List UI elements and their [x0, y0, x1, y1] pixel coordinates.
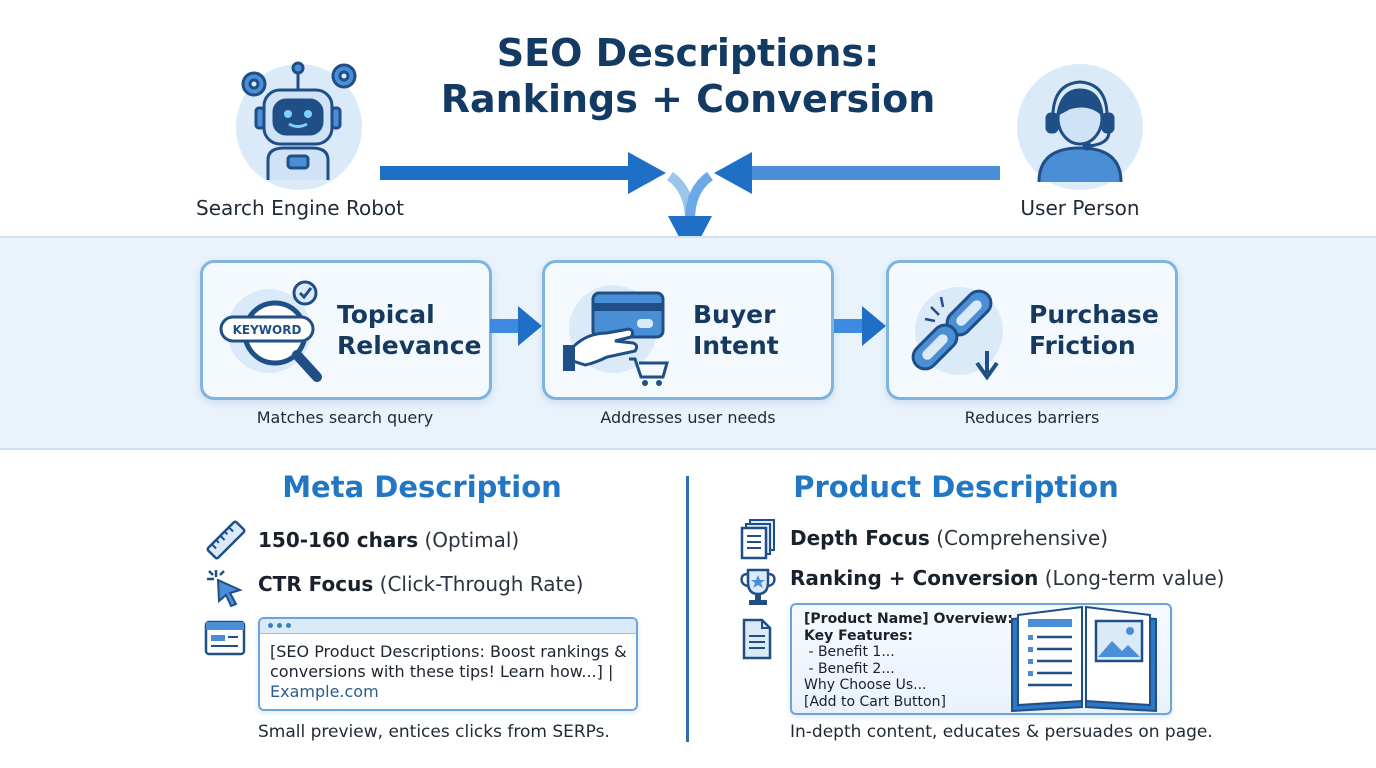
robot-avatar	[236, 61, 362, 190]
product-item-bold: Ranking + Conversion	[790, 566, 1039, 590]
trophy-icon	[740, 568, 776, 605]
product-item-paren: (Comprehensive)	[936, 526, 1109, 550]
cursor-click-icon	[207, 570, 243, 608]
user-avatar	[1017, 64, 1143, 190]
headset-user-icon	[1037, 80, 1123, 183]
product-sample-line: [Product Name] Overview:	[804, 611, 1013, 627]
meta-item-ctr: CTR Focus (Click-Through Rate)	[258, 572, 583, 596]
open-book-icon	[1011, 605, 1157, 713]
robot-icon	[241, 61, 357, 180]
product-sample-line: - Benefit 2...	[804, 660, 895, 677]
serp-preview: [SEO Product Descriptions: Boost ranking…	[258, 617, 638, 711]
left-arrow-head	[628, 152, 666, 194]
meta-item-bold: 150-160 chars	[258, 528, 419, 552]
pillar-label-line1: Buyer	[693, 300, 776, 329]
page-title: SEO Descriptions: Rankings + Conversion	[0, 30, 1376, 122]
pillar-purchase-friction: Purchase Friction	[886, 260, 1178, 400]
pillar-buyer-intent: Buyer Intent	[542, 260, 834, 400]
ruler-icon	[206, 520, 246, 560]
document-icon	[742, 618, 772, 660]
left-arrow-shaft	[380, 166, 630, 180]
section-divider	[686, 476, 689, 742]
meta-footnote: Small preview, entices clicks from SERPs…	[258, 722, 610, 742]
right-arrow-shaft	[750, 166, 1000, 180]
pillar-label-line1: Purchase	[1029, 300, 1159, 329]
serp-line-1: [SEO Product Descriptions: Boost ranking…	[270, 642, 627, 661]
broken-chain-icon	[911, 287, 1003, 381]
product-sample-line: Key Features:	[804, 627, 914, 644]
flow-arrow-2	[834, 306, 886, 346]
title-line-1: SEO Descriptions:	[496, 31, 880, 75]
pillar-caption: Reduces barriers	[964, 408, 1100, 427]
meta-item-chars: 150-160 chars (Optimal)	[258, 528, 519, 552]
product-item-depth: Depth Focus (Comprehensive)	[790, 526, 1108, 550]
robot-caption: Search Engine Robot	[196, 196, 404, 220]
product-sample-line: - Benefit 1...	[804, 644, 895, 660]
product-item-bold: Depth Focus	[790, 526, 930, 550]
keyword-badge-text: KEYWORD	[233, 323, 302, 337]
pillar-caption: Addresses user needs	[600, 408, 776, 427]
product-item-ranking: Ranking + Conversion (Long-term value)	[790, 566, 1224, 590]
pillar-label: Topical Relevance	[337, 299, 481, 361]
serp-preview-text: [SEO Product Descriptions: Boost ranking…	[260, 634, 636, 702]
serp-url: Example.com	[270, 682, 379, 701]
pillar-label: Purchase Friction	[1029, 299, 1159, 361]
keyword-magnifier-icon: KEYWORD	[219, 280, 322, 382]
right-arrow-head	[714, 152, 752, 194]
card-cart-icon	[563, 285, 669, 386]
pillar-caption: Matches search query	[256, 408, 434, 427]
pillar-label-line1: Topical	[337, 300, 435, 329]
product-footnote: In-depth content, educates & persuades o…	[790, 722, 1213, 742]
product-item-paren: (Long-term value)	[1044, 566, 1225, 590]
product-sample-line: [Add to Cart Button]	[804, 693, 946, 710]
pillar-label-line2: Intent	[693, 331, 779, 360]
product-section-title: Product Description	[793, 470, 1119, 504]
documents-stack-icon	[740, 519, 775, 560]
pillar-label-line2: Friction	[1029, 331, 1136, 360]
product-sample-line: Why Choose Us...	[804, 677, 927, 693]
serp-line-2: conversions with these tips! Learn how..…	[270, 662, 614, 681]
product-sample-text: [Product Name] Overview: Key Features: -…	[804, 611, 1013, 710]
pillar-label-line2: Relevance	[337, 331, 482, 360]
user-caption: User Person	[1020, 196, 1140, 220]
browser-window-icon	[204, 620, 246, 656]
meta-item-paren: (Click-Through Rate)	[379, 572, 584, 596]
meta-section-title: Meta Description	[282, 470, 562, 504]
product-description-sample: [Product Name] Overview: Key Features: -…	[790, 603, 1172, 715]
serp-preview-bar	[260, 619, 636, 634]
pillar-topical-relevance: KEYWORD Topical Relevance	[200, 260, 492, 400]
title-line-2: Rankings + Conversion	[440, 77, 936, 121]
flow-arrow-1	[490, 306, 542, 346]
pillar-label: Buyer Intent	[693, 299, 779, 361]
meta-item-bold: CTR Focus	[258, 572, 374, 596]
meta-item-paren: (Optimal)	[424, 528, 520, 552]
